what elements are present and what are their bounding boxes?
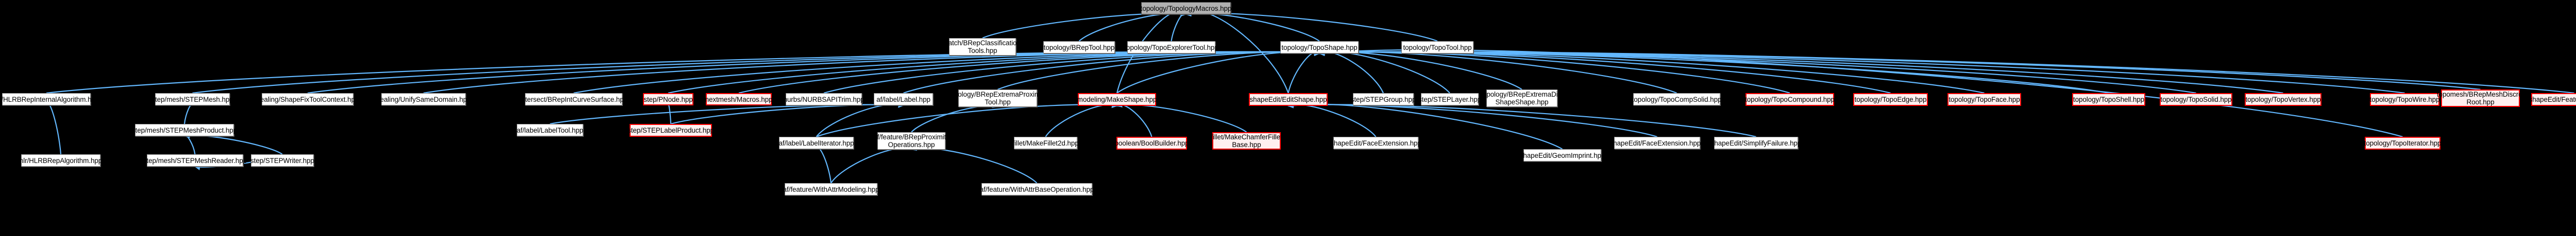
graph-node-topoface[interactable]: topology/TopoFace.hpp <box>1947 93 2021 106</box>
graph-node-steplabelprod[interactable]: step/STEPLabelProduct.hpp <box>628 124 714 137</box>
graph-edge <box>670 102 904 125</box>
graph-edge <box>183 132 283 155</box>
graph-edge <box>982 11 1187 39</box>
graph-edge <box>816 102 1118 138</box>
graph-edge <box>1287 102 1563 150</box>
graph-edge <box>1318 49 1450 94</box>
graph-edge <box>550 102 904 125</box>
graph-edge <box>1318 50 1985 94</box>
graph-node-featurestructs[interactable]: shapeEdit/FeatureStructs.hpp <box>2529 93 2576 106</box>
graph-edge <box>666 100 672 124</box>
graph-edge <box>307 50 1320 94</box>
graph-node-aflabel[interactable]: af/label/Label.hpp <box>874 93 933 105</box>
graph-edge <box>1319 48 1384 94</box>
graph-node-root[interactable]: topology/TopologyMacros.hpp <box>1141 2 1231 14</box>
graph-node-toposhape[interactable]: topology/TopoShape.hpp <box>1280 41 1359 53</box>
graph-edge <box>911 102 998 133</box>
graph-node-stepmeshreader[interactable]: step/mesh/STEPMeshReader.hpp <box>143 154 247 167</box>
graph-node-steplayer[interactable]: step/STEPLayer.hpp <box>1418 93 1481 105</box>
graph-node-pnode[interactable]: step/PNode.hpp <box>643 93 693 105</box>
graph-node-nurbsapitrim[interactable]: nurbs/NURBSAPITrim.hpp <box>783 93 865 105</box>
graph-node-boolbuilder[interactable]: boolean/BoolBuilder.hpp <box>1114 137 1189 150</box>
graph-node-stepmesh[interactable]: step/mesh/STEPMesh.hpp <box>151 93 233 105</box>
graph-edge <box>1318 50 2196 94</box>
graph-node-stepmeshprod[interactable]: step/mesh/STEPMeshProduct.hpp <box>132 124 237 136</box>
graph-node-toposhell[interactable]: topology/TopoShell.hpp <box>2072 93 2145 106</box>
graph-edge <box>1318 50 2405 94</box>
graph-node-hlrinternal[interactable]: hlr/HLRBRepInternalAlgorithm.hpp <box>0 93 99 105</box>
graph-node-topoedge[interactable]: topology/TopoEdge.hpp <box>1853 93 1928 106</box>
graph-edge <box>1116 100 1153 137</box>
graph-edge <box>1318 50 1891 94</box>
graph-edge <box>573 50 1320 94</box>
graph-node-labeliterator[interactable]: af/label/LabelIterator.hpp <box>779 137 854 149</box>
graph-edge <box>46 50 1320 94</box>
graph-edge <box>1318 50 1677 94</box>
graph-node-breptool[interactable]: topology/BRepTool.hpp <box>1043 41 1115 53</box>
graph-edge <box>184 130 196 155</box>
graph-edge <box>1287 101 1377 137</box>
graph-edge <box>1318 50 1790 94</box>
graph-edge <box>1287 102 1657 138</box>
graph-node-geomimprint[interactable]: shapeEdit/GeomImprint.hpp <box>1520 149 1605 161</box>
graph-node-topoiterator[interactable]: topology/TopoIterator.hpp <box>2364 137 2442 150</box>
graph-edge <box>1116 49 1320 94</box>
graph-edge <box>44 100 62 155</box>
graph-edge <box>1171 8 1187 42</box>
graph-node-makechamfer[interactable]: fillet/MakeChamferFillet Base.hpp <box>1211 132 1282 150</box>
graph-node-hlralgorithm[interactable]: hlr/HLRBRepAlgorithm.hpp <box>20 154 102 167</box>
graph-node-brepclass[interactable]: hatch/BRepClassification Tools.hpp <box>944 38 1021 56</box>
graph-node-nextmeshmacros[interactable]: nextmesh/Macros.hpp <box>705 93 773 105</box>
graph-node-toposolid[interactable]: topology/TopoSolid.hpp <box>2160 93 2232 106</box>
graph-edge <box>1185 11 1438 42</box>
graph-edge <box>1318 50 2283 94</box>
graph-node-faceextension[interactable]: shapeEdit/FaceExtension.hpp <box>1330 137 1421 149</box>
graph-node-simplifyfailure[interactable]: shapeEdit/SimplifyFailure.hpp <box>1711 137 1801 149</box>
graph-node-shapefixctx[interactable]: healing/ShapeFixToolContext.hpp <box>257 93 359 105</box>
graph-node-brepproxops[interactable]: af/feature/BRepProximity Operations.hpp <box>873 132 950 150</box>
graph-node-stepgroup[interactable]: step/STEPGroup.hpp <box>1351 93 1416 105</box>
graph-node-topocompsolid[interactable]: topology/TopoCompSolid.hpp <box>1632 93 1721 105</box>
graph-edge <box>823 50 1320 94</box>
graph-edge <box>738 50 1320 94</box>
graph-edge <box>815 143 832 184</box>
graph-edge <box>1078 10 1187 42</box>
graph-node-brepalgoapiext[interactable]: shapeEdit/FaceExtension.hpp2 <box>1609 137 1705 149</box>
graph-node-editshape[interactable]: shapeEdit/EditShape.hpp <box>1249 93 1328 106</box>
graph-node-topoexplorer[interactable]: topology/TopoExplorerTool.hpp <box>1124 41 1218 53</box>
graph-node-afwithattrop[interactable]: af/feature/WithAttrBaseOperation.hpp <box>980 183 1094 195</box>
graph-edge <box>1045 101 1117 137</box>
graph-edge <box>1318 50 2109 94</box>
graph-node-brepextprox[interactable]: topology/BRepExtremaProximity Tool.hpp <box>948 89 1047 107</box>
graph-node-afwithattrlist[interactable]: af/feature/WithAttrModeling.hpp <box>783 183 879 195</box>
graph-edge <box>1287 102 1756 138</box>
graph-node-unifysame[interactable]: healing/UnifySameDomain.hpp <box>376 93 471 105</box>
graph-edge <box>831 144 912 184</box>
graph-node-makefillet2d[interactable]: fillet/MakeFillet2d.hpp <box>1012 137 1079 149</box>
graph-node-topowire[interactable]: topology/TopoWire.hpp <box>2370 93 2440 106</box>
graph-edge <box>1287 47 1320 94</box>
graph-edge <box>1318 49 1522 90</box>
graph-edge <box>423 50 1320 94</box>
graph-edge <box>1318 50 2481 90</box>
graph-node-topotool[interactable]: topology/TopoTool.hpp <box>1401 41 1473 53</box>
graph-edge <box>183 99 194 124</box>
graph-edge <box>1318 50 2574 94</box>
graph-edge <box>192 50 1320 94</box>
graph-edge <box>1185 10 1320 42</box>
graph-node-afLabelTool[interactable]: af/label/LabelTool.hpp <box>517 124 583 136</box>
graph-edge <box>910 145 1038 184</box>
graph-edge <box>1116 102 1247 133</box>
graph-node-brepintcs[interactable]: intersect/BRepIntCurveSurface.hpp <box>520 93 628 105</box>
graph-node-topovertex[interactable]: topology/TopoVertex.hpp <box>2245 93 2321 106</box>
graph-node-makeshape[interactable]: modeling/MakeShape.hpp <box>1077 93 1157 106</box>
graph-node-brepextdist[interactable]: topology/BRepExtremaDist ShapeShape.hpp <box>1481 89 1563 107</box>
graph-node-brepmeshdisc[interactable]: topomesh/BRepMeshDiscret Root.hpp <box>2436 89 2524 107</box>
graph-edge <box>997 50 1320 90</box>
graph-edge <box>668 50 1320 94</box>
graph-node-stepwriter[interactable]: step/STEPWriter.hpp <box>250 154 314 167</box>
graph-node-topocompound[interactable]: topology/TopoCompound.hpp <box>1745 93 1835 106</box>
graph-edge <box>903 50 1320 94</box>
